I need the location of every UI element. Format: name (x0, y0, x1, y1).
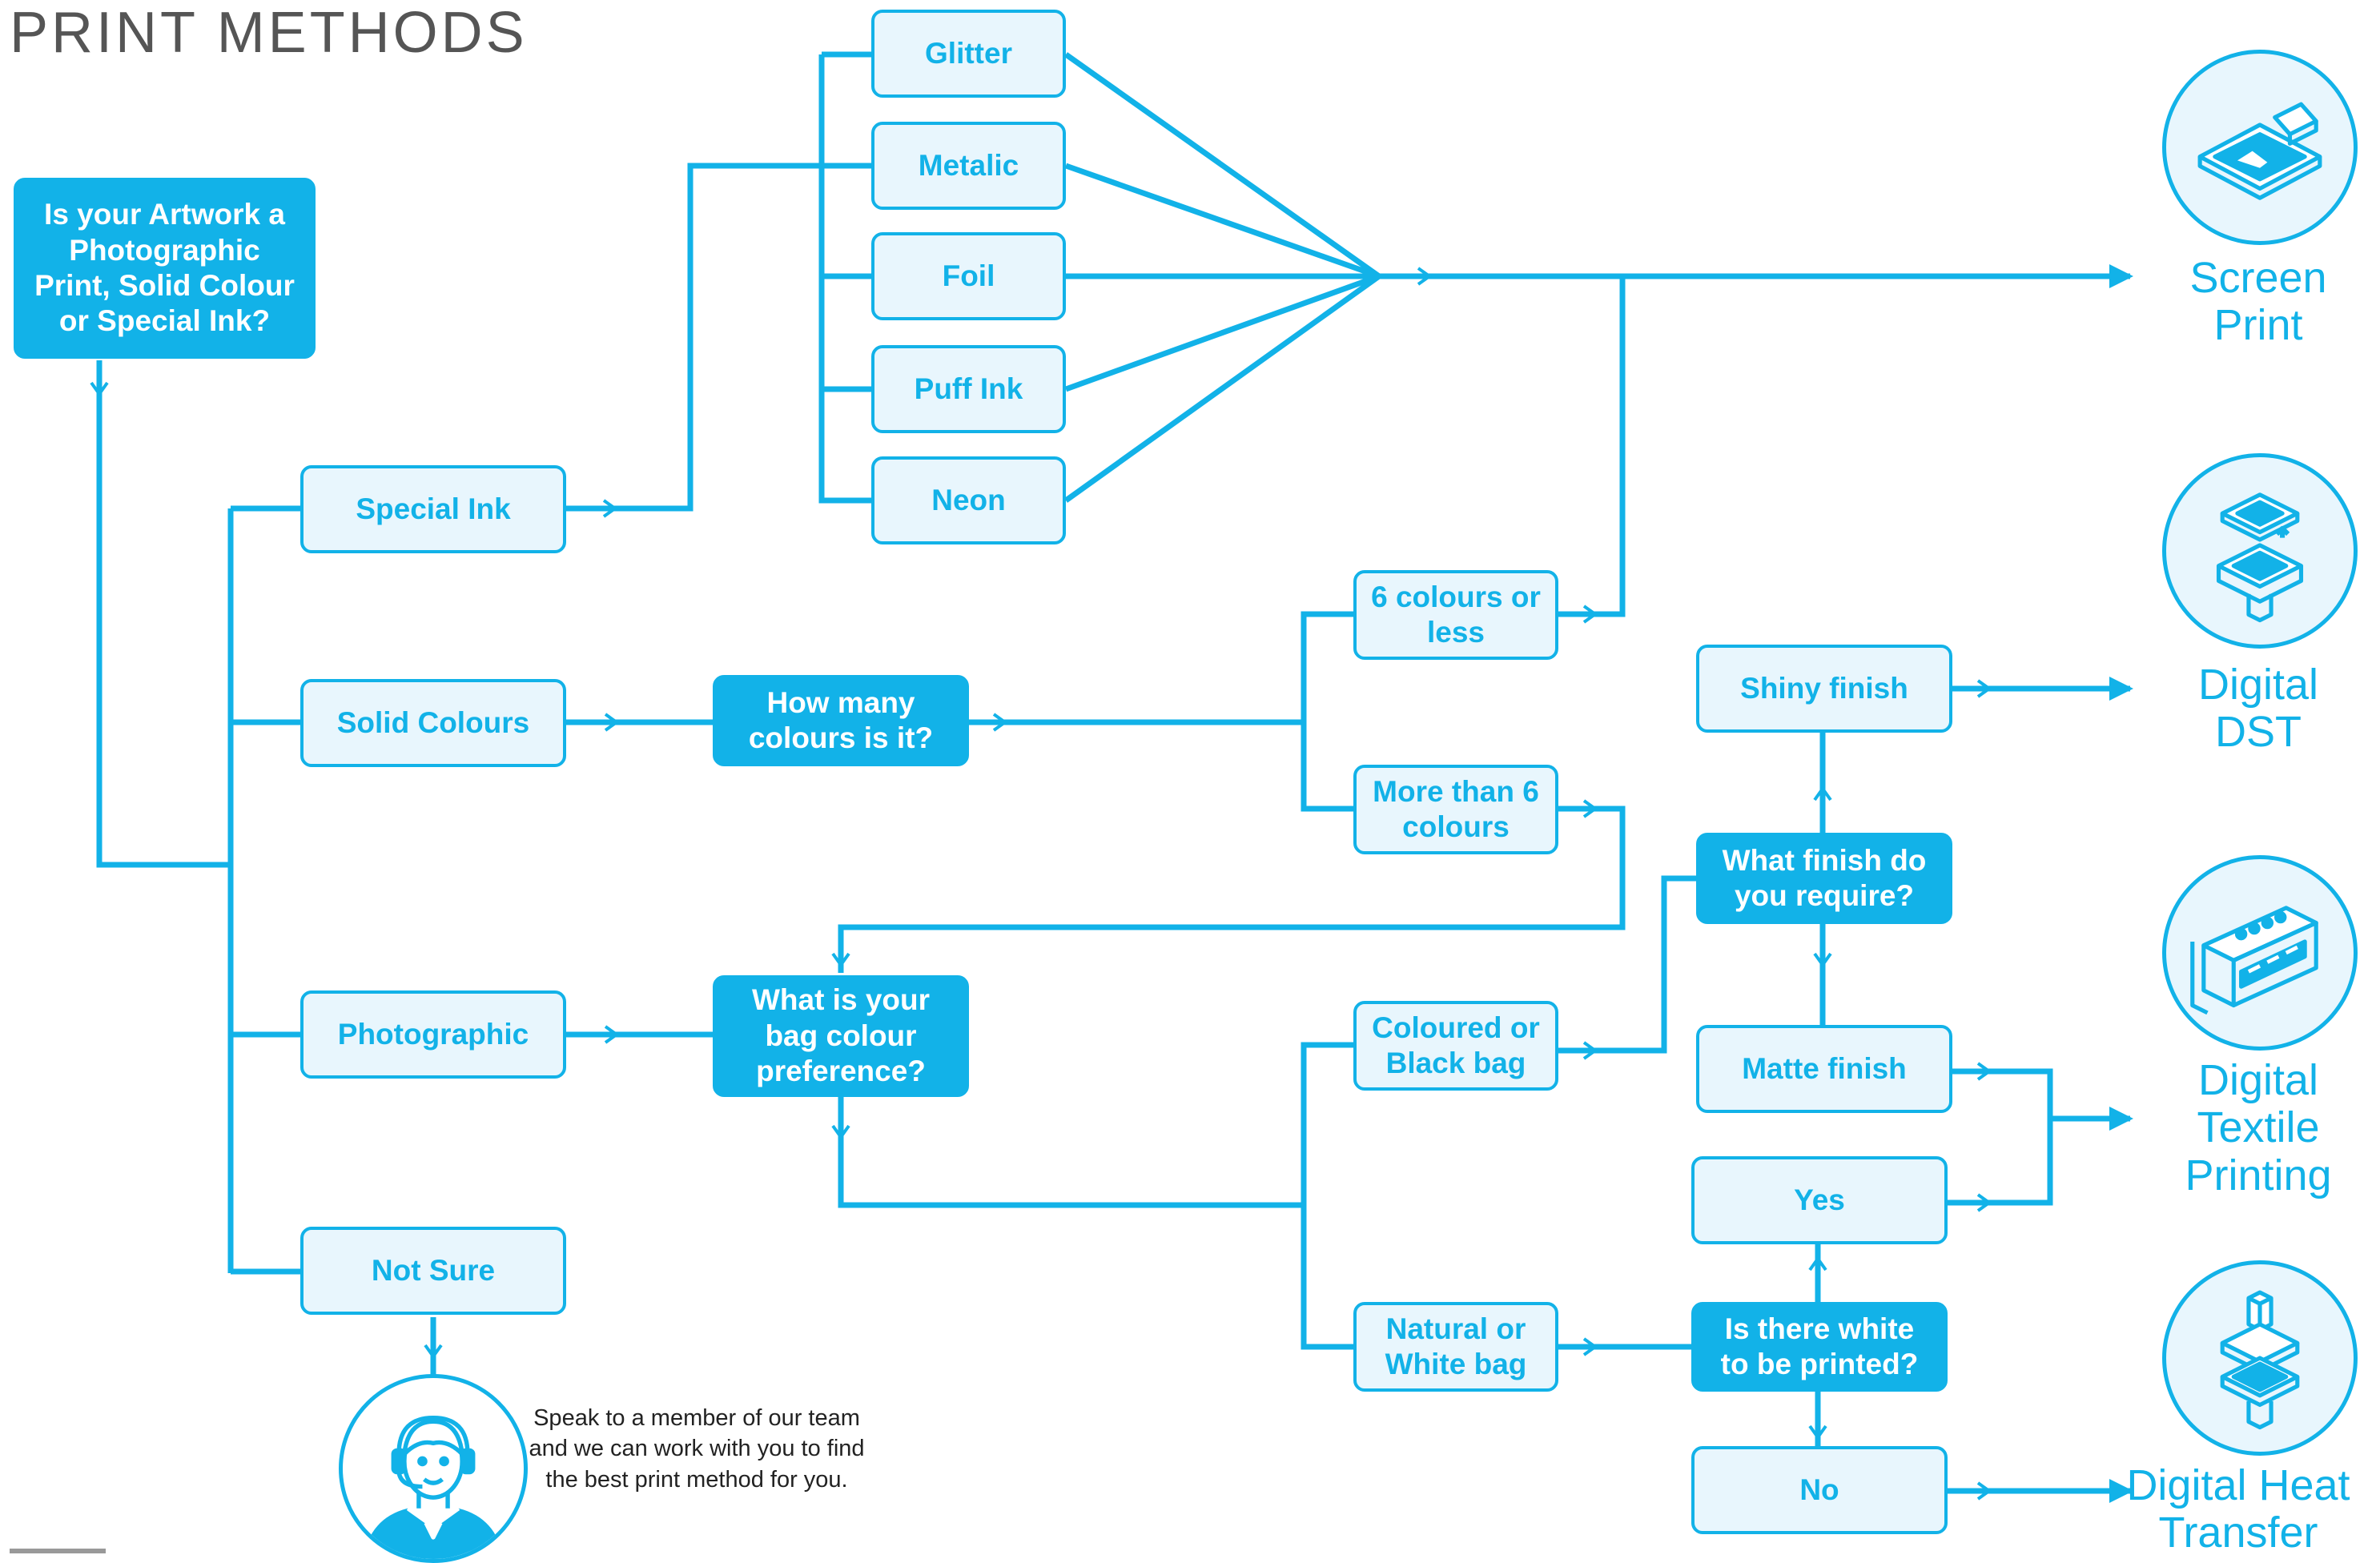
ink-metalic-label: Metalic (918, 148, 1019, 182)
question-bag-colour-text: What is your bag colour preference? (751, 983, 931, 1088)
start-question-text: Is your Artwork a Photographic Print, So… (34, 198, 295, 338)
screen-print-icon (2162, 50, 2358, 245)
answer-coloured-black-bag-label: Coloured or Black bag (1372, 1011, 1540, 1079)
question-white[interactable]: Is there white to be printed? (1691, 1302, 1948, 1392)
outcome-digital-dst: Digital DST (2197, 661, 2319, 757)
option-solid-colours[interactable]: Solid Colours (300, 679, 566, 767)
heat-transfer-icon (2162, 1260, 2358, 1456)
option-special-ink-label: Special Ink (356, 492, 511, 525)
bottom-rule (10, 1549, 106, 1553)
answer-shiny-finish-label: Shiny finish (1740, 671, 1908, 705)
support-agent-icon (339, 1374, 528, 1563)
question-finish-text: What finish do you require? (1722, 843, 1927, 912)
page-title: PRINT METHODS (10, 1, 528, 65)
option-solid-colours-label: Solid Colours (336, 705, 530, 739)
start-question[interactable]: Is your Artwork a Photographic Print, So… (14, 178, 316, 359)
answer-matte-finish[interactable]: Matte finish (1696, 1025, 1952, 1113)
ink-puff-label: Puff Ink (914, 372, 1023, 405)
outcome-digital-heat-transfer: Digital Heat Transfer (2126, 1461, 2350, 1557)
answer-yes[interactable]: Yes (1691, 1156, 1948, 1244)
question-how-many-colours-text: How many colours is it? (748, 685, 934, 754)
answer-more-than-six[interactable]: More than 6 colours (1353, 765, 1558, 854)
answer-shiny-finish[interactable]: Shiny finish (1696, 645, 1952, 733)
digital-dst-icon (2162, 453, 2358, 649)
outcome-digital-textile: Digital Textile Printing (2185, 1056, 2332, 1199)
digital-textile-icon (2162, 855, 2358, 1051)
help-text: Speak to a member of our team and we can… (529, 1405, 865, 1493)
option-not-sure-label: Not Sure (371, 1253, 496, 1287)
answer-six-or-less[interactable]: 6 colours or less (1353, 570, 1558, 660)
answer-natural-white-bag[interactable]: Natural or White bag (1353, 1302, 1558, 1392)
question-finish[interactable]: What finish do you require? (1696, 833, 1952, 924)
option-photographic-label: Photographic (337, 1017, 529, 1051)
ink-glitter[interactable]: Glitter (871, 10, 1066, 98)
question-how-many-colours[interactable]: How many colours is it? (713, 675, 969, 766)
option-not-sure[interactable]: Not Sure (300, 1227, 566, 1315)
ink-neon-label: Neon (931, 483, 1006, 516)
answer-more-than-six-label: More than 6 colours (1373, 774, 1539, 843)
answer-no[interactable]: No (1691, 1446, 1948, 1534)
option-photographic[interactable]: Photographic (300, 990, 566, 1079)
answer-no-label: No (1799, 1473, 1839, 1506)
answer-yes-label: Yes (1794, 1183, 1845, 1216)
answer-natural-white-bag-label: Natural or White bag (1385, 1312, 1527, 1380)
answer-coloured-black-bag[interactable]: Coloured or Black bag (1353, 1001, 1558, 1091)
ink-puff[interactable]: Puff Ink (871, 345, 1066, 433)
question-white-text: Is there white to be printed? (1720, 1312, 1919, 1380)
ink-metalic[interactable]: Metalic (871, 122, 1066, 210)
question-bag-colour[interactable]: What is your bag colour preference? (713, 975, 969, 1097)
option-special-ink[interactable]: Special Ink (300, 465, 566, 553)
ink-glitter-label: Glitter (925, 36, 1012, 70)
outcome-screen-print: Screen Print (2189, 254, 2327, 350)
ink-neon[interactable]: Neon (871, 456, 1066, 544)
answer-matte-finish-label: Matte finish (1742, 1051, 1907, 1085)
ink-foil[interactable]: Foil (871, 232, 1066, 320)
ink-foil-label: Foil (942, 259, 995, 292)
answer-six-or-less-label: 6 colours or less (1371, 580, 1541, 649)
